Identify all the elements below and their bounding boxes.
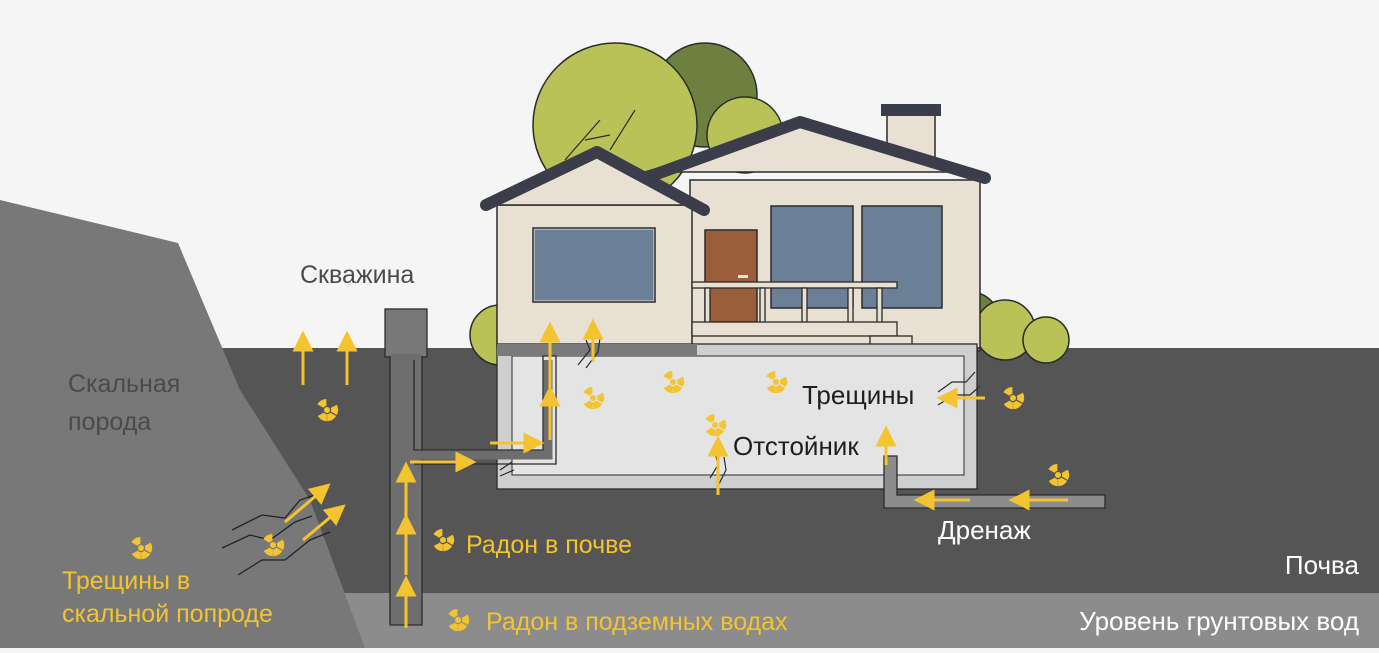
right-window-1 bbox=[770, 205, 854, 309]
house bbox=[480, 104, 991, 349]
porch bbox=[691, 281, 913, 349]
label-groundwater-level: Уровень грунтовых вод bbox=[1079, 606, 1359, 636]
left-window bbox=[531, 226, 657, 304]
radon-arrows bbox=[284, 318, 1068, 628]
label-drainage: Дренаж bbox=[938, 515, 1031, 545]
label-rock-cracks-line1: Трещины в bbox=[62, 567, 190, 595]
label-rock-cracks-line2: скальной попроде bbox=[62, 600, 273, 628]
label-radon-in-soil: Радон в почве bbox=[466, 531, 632, 559]
door bbox=[704, 229, 758, 323]
label-well: Скважина bbox=[300, 261, 414, 289]
left-roof bbox=[480, 146, 710, 216]
right-window-2 bbox=[861, 205, 943, 309]
label-bedrock-line2: порода bbox=[68, 408, 151, 436]
main-roof bbox=[634, 116, 991, 186]
label-radon-in-groundwater: Радон в подземных водах bbox=[486, 608, 788, 636]
basement-interior bbox=[511, 355, 965, 476]
drain-pipe bbox=[883, 455, 1106, 509]
label-soil: Почва bbox=[1285, 550, 1360, 580]
label-cracks: Трещины bbox=[802, 380, 914, 410]
label-sump: Отстойник bbox=[733, 431, 859, 461]
bedrock bbox=[0, 200, 365, 648]
label-bedrock-line1: Скальная bbox=[68, 370, 180, 398]
